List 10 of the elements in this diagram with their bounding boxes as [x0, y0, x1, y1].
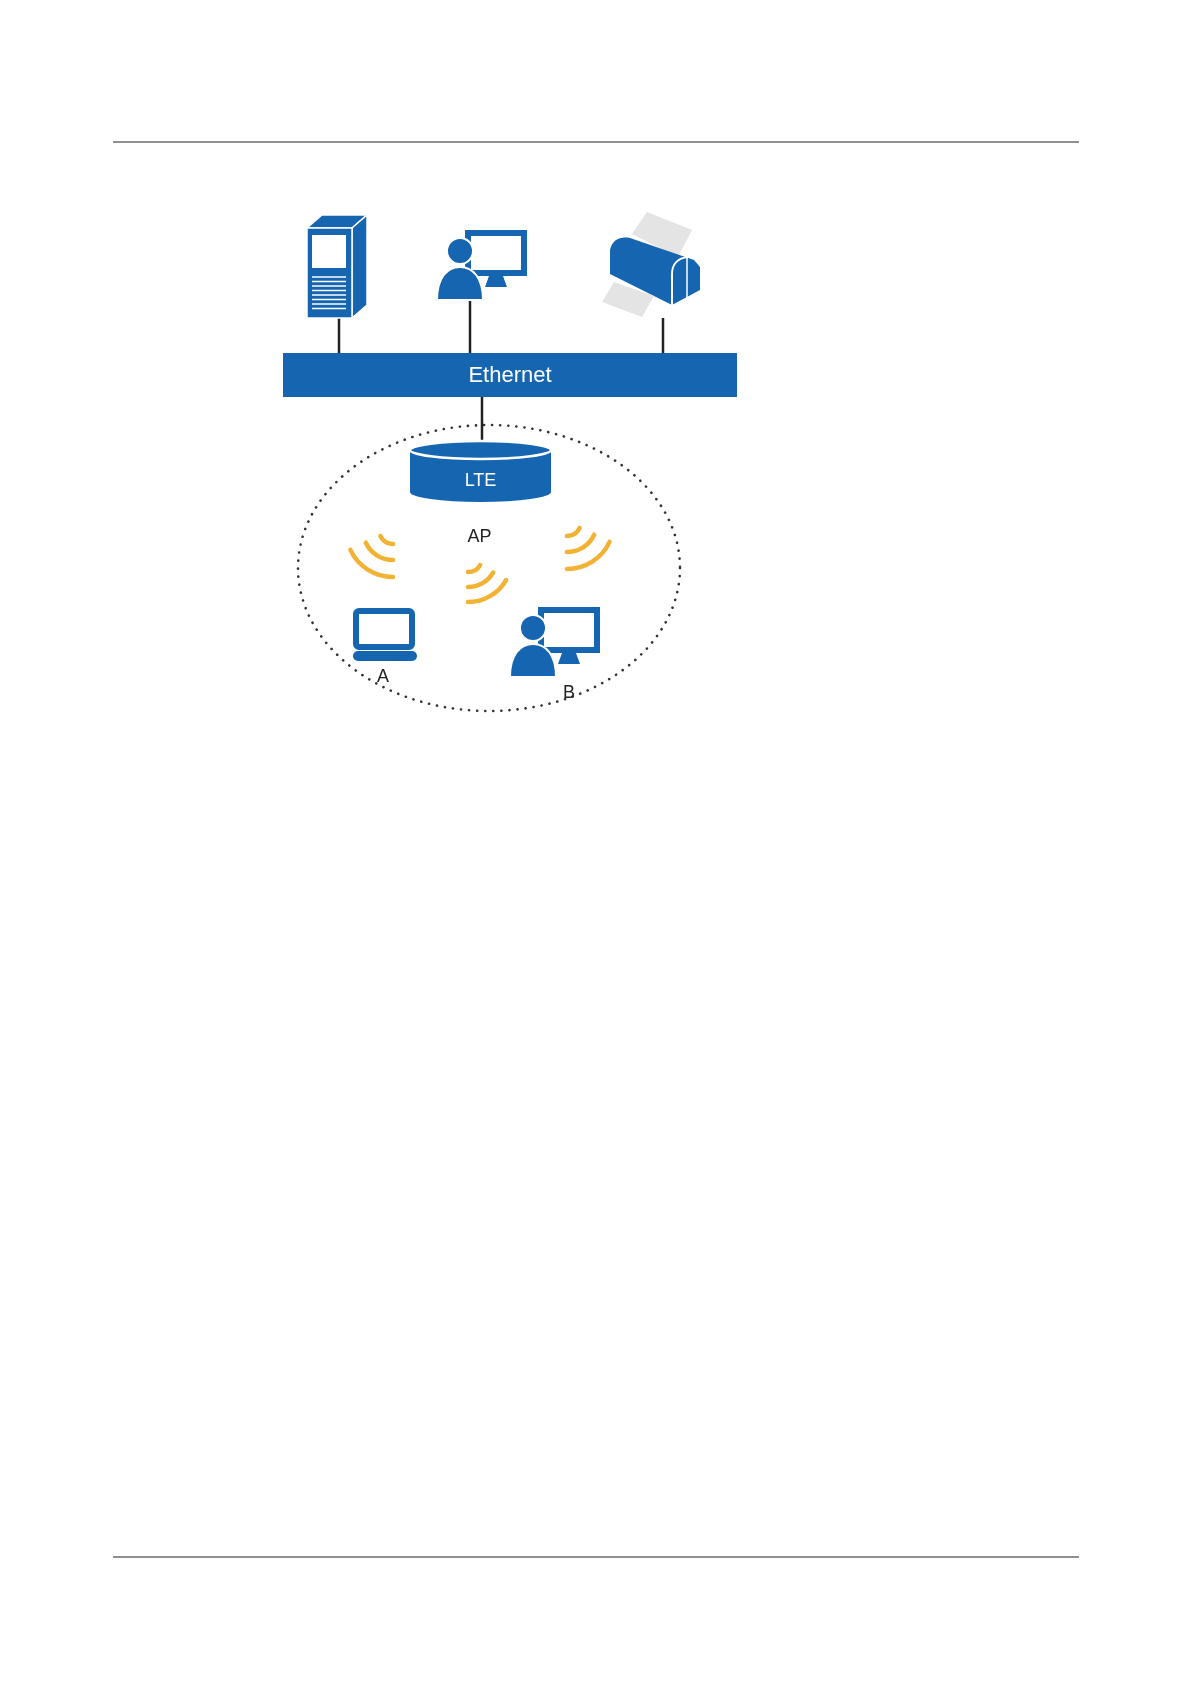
connector-line: [661, 318, 665, 353]
device-label: A: [377, 667, 389, 685]
connector-line: [468, 300, 472, 353]
connector-line: [480, 397, 484, 440]
device-label: B: [563, 683, 575, 701]
node-label: LTE: [464, 469, 497, 491]
node-caption: AP: [467, 527, 492, 545]
connector-line: [337, 318, 341, 353]
node-label: Ethernet: [468, 362, 552, 388]
network-bar: [283, 353, 737, 397]
